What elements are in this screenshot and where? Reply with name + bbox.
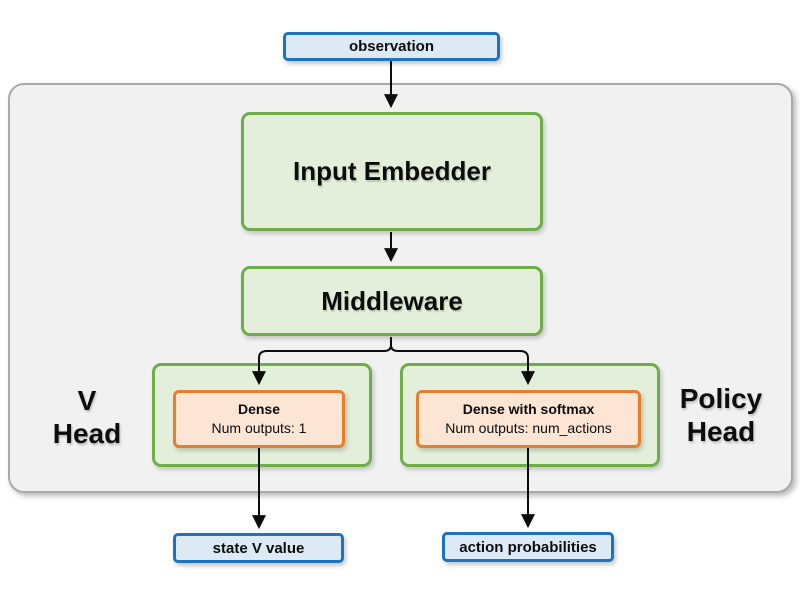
node-action-probabilities: action probabilities — [442, 532, 614, 562]
node-state-v-value: state V value — [173, 533, 344, 563]
policy-head-label-line2: Head — [686, 416, 756, 447]
v-head-label-line1: V — [77, 385, 97, 416]
node-observation: observation — [283, 32, 500, 61]
node-middleware: Middleware — [241, 266, 543, 336]
node-dense-softmax: Dense with softmax Num outputs: num_acti… — [416, 390, 641, 448]
node-dense-subtitle: Num outputs: 1 — [211, 420, 307, 436]
node-dense: Dense Num outputs: 1 — [173, 390, 345, 448]
v-head-label-line2: Head — [52, 418, 122, 449]
node-input-embedder-label: Input Embedder — [293, 156, 491, 186]
v-head-label: V Head — [26, 384, 148, 450]
node-dense-softmax-subtitle: Num outputs: num_actions — [445, 420, 612, 436]
node-state-v-value-label: state V value — [212, 539, 305, 557]
node-middleware-label: Middleware — [321, 285, 463, 316]
node-observation-label: observation — [348, 38, 435, 55]
policy-head-label-line1: Policy — [679, 383, 763, 414]
node-dense-softmax-title: Dense with softmax — [462, 401, 595, 417]
node-action-probabilities-label: action probabilities — [459, 538, 597, 556]
node-input-embedder: Input Embedder — [241, 112, 543, 231]
policy-head-label: Policy Head — [656, 382, 786, 448]
node-dense-title: Dense — [237, 401, 281, 417]
